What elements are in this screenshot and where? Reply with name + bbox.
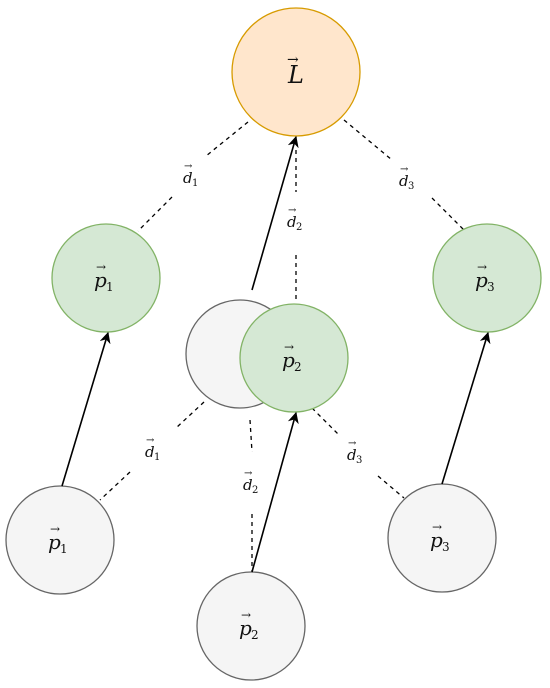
dashed-edge-d1-lower-b bbox=[99, 471, 131, 501]
label-p3-top-sub: 3 bbox=[487, 280, 495, 294]
vector-arrow-glyph: → bbox=[288, 205, 297, 216]
vector-arrow-glyph: → bbox=[184, 161, 193, 172]
edge-label-d1-lower-text: d bbox=[145, 443, 155, 461]
edge-label-d3-upper-text: d bbox=[399, 172, 409, 190]
arrow-p1-bottom-to-top bbox=[61, 331, 111, 487]
edge-label-d2-upper-sub: 2 bbox=[296, 222, 302, 233]
label-p3-bottom-sub: 3 bbox=[442, 540, 450, 554]
label-p3-top: p 3 → bbox=[475, 260, 495, 294]
arrow-p3-bottom-to-top bbox=[441, 331, 491, 485]
arrow-p2-bottom-to-mid bbox=[251, 411, 299, 573]
vector-arrow-glyph: → bbox=[432, 520, 442, 534]
edge-label-d3-upper: d 3 → bbox=[399, 164, 414, 192]
vector-arrow-glyph: → bbox=[284, 340, 294, 354]
edge-label-d3-lower-text: d bbox=[347, 446, 357, 464]
edge-label-d2-lower-text: d bbox=[243, 476, 253, 494]
dashed-edges-lower bbox=[99, 401, 405, 572]
dashed-edge-d1-upper-b bbox=[137, 196, 173, 232]
label-p3-bottom: p 3 → bbox=[430, 520, 450, 554]
vector-arrow-glyph: → bbox=[241, 608, 251, 622]
label-p3-top-text: p bbox=[475, 268, 488, 292]
solid-arrows bbox=[61, 135, 491, 573]
edge-label-d2-lower-sub: 2 bbox=[252, 485, 258, 496]
edge-label-d3-lower: d 3 → bbox=[347, 438, 362, 466]
edge-label-d2-upper: d 2 → bbox=[287, 205, 302, 233]
vector-arrow-glyph: → bbox=[50, 522, 60, 536]
edge-label-d1-lower: d 1 → bbox=[145, 435, 160, 463]
dashed-edge-d3-upper-a bbox=[343, 119, 393, 161]
node-labels: L → p 1 → p 2 → p 3 → p 1 → p 2 → p bbox=[48, 52, 495, 642]
label-p2-mid-text: p bbox=[282, 348, 295, 372]
label-p2-bottom: p 2 → bbox=[239, 608, 259, 642]
label-p2-mid: p 2 → bbox=[282, 340, 302, 374]
vector-arrow-glyph: → bbox=[348, 438, 357, 449]
vector-arrow-glyph: → bbox=[287, 52, 299, 68]
edge-label-d1-upper: d 1 → bbox=[183, 161, 198, 189]
node-p2-bottom bbox=[196, 571, 306, 681]
label-p2-bottom-text: p bbox=[239, 616, 252, 640]
edge-label-d3-upper-sub: 3 bbox=[408, 181, 414, 192]
arrow-shadow-to-L bbox=[251, 135, 299, 291]
edge-label-d1-upper-sub: 1 bbox=[192, 178, 198, 189]
label-L: L → bbox=[287, 52, 304, 89]
dashed-edge-d3-lower-a bbox=[311, 407, 339, 435]
vector-arrow-glyph: → bbox=[400, 164, 409, 175]
dashed-edge-d1-upper-a bbox=[205, 121, 249, 157]
label-p1-top: p 1 → bbox=[94, 260, 114, 294]
edge-label-d1-lower-sub: 1 bbox=[154, 452, 160, 463]
node-p1-bottom bbox=[5, 485, 115, 595]
label-p1-bottom: p 1 → bbox=[48, 522, 68, 556]
edge-label-d1-upper-text: d bbox=[183, 169, 193, 187]
edge-labels: d 1 → d 2 → d 3 → d 1 → d 2 → d 3 → bbox=[145, 161, 414, 496]
vector-arrow-glyph: → bbox=[244, 468, 253, 479]
label-p2-bottom-sub: 2 bbox=[251, 628, 259, 642]
dashed-edge-d3-lower-b bbox=[377, 475, 405, 499]
vector-arrow-glyph: → bbox=[477, 260, 487, 274]
label-p3-bottom-text: p bbox=[430, 528, 443, 552]
label-p1-bottom-sub: 1 bbox=[60, 542, 68, 556]
label-p1-bottom-text: p bbox=[48, 530, 61, 554]
edge-label-d2-upper-text: d bbox=[287, 213, 297, 231]
label-p1-top-sub: 1 bbox=[106, 280, 114, 294]
label-p1-top-text: p bbox=[94, 268, 107, 292]
dashed-edges-upper bbox=[137, 119, 467, 302]
edge-label-d3-lower-sub: 3 bbox=[356, 455, 362, 466]
label-p2-mid-sub: 2 bbox=[294, 360, 302, 374]
vector-arrow-glyph: → bbox=[96, 260, 106, 274]
dashed-edge-d3-upper-b bbox=[431, 197, 467, 233]
dashed-edge-d1-lower-a bbox=[175, 401, 205, 429]
dashed-edge-d2-lower-a bbox=[249, 419, 253, 453]
edge-label-d2-lower: d 2 → bbox=[243, 468, 258, 496]
vector-arrow-glyph: → bbox=[146, 435, 155, 446]
label-L-text: L bbox=[287, 61, 304, 89]
